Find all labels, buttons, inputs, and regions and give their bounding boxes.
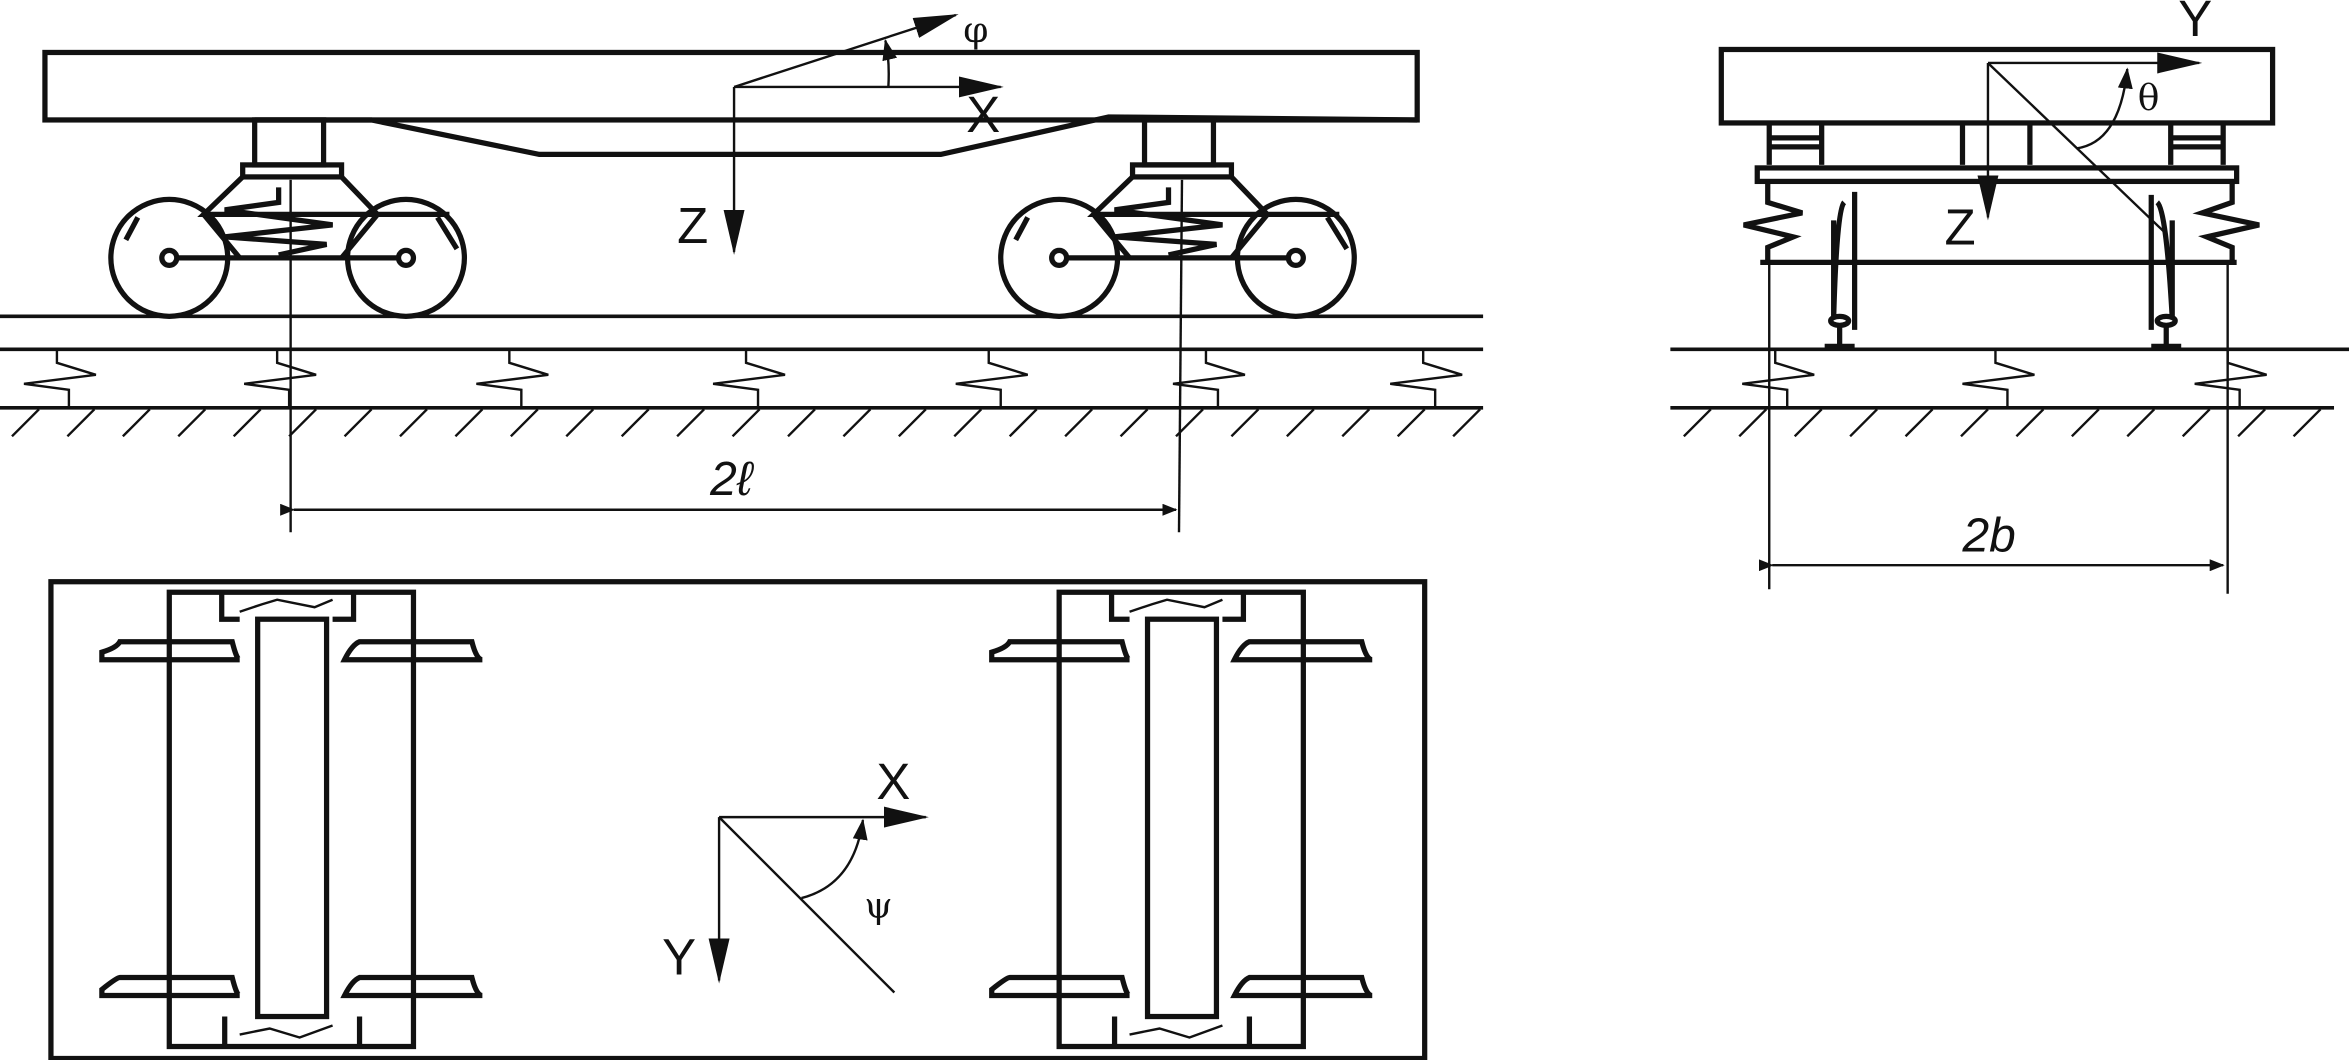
z-axis-label: Z [677, 197, 708, 254]
hatch-mark [288, 408, 317, 438]
hatch-mark [2015, 408, 2045, 438]
track-springs [23, 350, 1463, 408]
end-view: 2b Y Z θ [1670, 0, 2349, 594]
y-axis-label: Y [2178, 0, 2212, 47]
psi-rotated-axis [718, 816, 896, 994]
hatch-mark [565, 408, 595, 438]
hatch-mark [731, 408, 761, 438]
hatch-mark [676, 408, 705, 438]
hatch-mark [232, 408, 262, 438]
hatch-mark [1008, 408, 1038, 438]
hatch-mark [1396, 408, 1426, 438]
hatch-mark [11, 408, 40, 438]
hatch-mark [1904, 408, 1934, 438]
hatch-mark [898, 408, 927, 438]
hatch-mark [1452, 408, 1481, 438]
hatch-mark [1960, 408, 1989, 438]
track-spring [476, 350, 549, 408]
hatch-mark [953, 408, 983, 438]
track-spring [1962, 350, 2035, 408]
hatch-mark [2181, 408, 2211, 438]
theta-angle-arc [2076, 67, 2133, 150]
side-view: 2ℓ X Z φ [0, 10, 1484, 533]
hatch-mark [1683, 408, 1712, 438]
car-body-end [1718, 46, 2276, 126]
phi-rotated-axis [733, 13, 959, 89]
track-spring [1390, 350, 1463, 408]
hatch-mark [2071, 408, 2100, 438]
hatch-mark [1738, 408, 1768, 438]
wheel-right [2148, 194, 2175, 330]
rear-bogie-plan [992, 592, 1373, 1046]
side-bearing-left [1766, 122, 1825, 165]
hatch-mark [787, 408, 816, 438]
track-spring [23, 350, 97, 408]
psi-angle-arc [801, 818, 868, 900]
psi-label: ψ [864, 886, 892, 927]
dimension-extension-line [1177, 179, 1184, 533]
hatch-mark [2126, 408, 2156, 438]
track-springs-end [1742, 350, 2267, 408]
hatch-mark [2292, 408, 2322, 438]
hatch-mark [1064, 408, 1093, 438]
hatch-mark [1341, 408, 1371, 438]
hatch-mark [1119, 408, 1149, 438]
hatch-mark [1230, 408, 1260, 438]
hatch-mark [1849, 408, 1878, 438]
suspension-spring-right [2192, 181, 2260, 263]
x-axis-label: X [966, 86, 1000, 143]
wheel-left [1831, 191, 1858, 330]
ground-hatching [11, 408, 1481, 438]
hatch-mark [343, 408, 373, 438]
hatch-mark [2237, 408, 2266, 438]
front-bogie-plan [102, 592, 483, 1046]
x-axis-label-plan: X [876, 753, 910, 810]
track-spring [1742, 350, 1815, 408]
rear-bogie [1001, 120, 1355, 316]
ground-hatching-end [1683, 408, 2322, 438]
track-spring [244, 350, 317, 408]
hatch-mark [620, 408, 650, 438]
hatch-mark [66, 408, 96, 438]
side-bearing-right [2168, 122, 2226, 165]
z-axis-label-end: Z [1945, 198, 1976, 255]
car-outline-plan [48, 579, 1428, 1060]
hatch-mark [1286, 408, 1315, 438]
phi-label: φ [963, 10, 988, 51]
hatch-mark [842, 408, 872, 438]
center-plate [1959, 122, 2033, 165]
hatch-mark [1793, 408, 1823, 438]
bolster [1754, 165, 2240, 185]
rail-head-left [1828, 313, 1852, 328]
phi-angle-arc [882, 39, 898, 88]
hatch-mark [121, 408, 151, 438]
car-body [42, 49, 1420, 123]
hatch-mark [454, 408, 484, 438]
front-bogie [111, 120, 465, 316]
rails [1824, 325, 2182, 349]
hatch-mark [510, 408, 539, 438]
hatch-mark [399, 408, 428, 438]
track-spring [1172, 350, 1246, 408]
y-axis-label-plan: Y [662, 929, 696, 986]
hatch-mark [177, 408, 207, 438]
rail-head-right [2154, 313, 2178, 328]
theta-label: θ [2138, 77, 2160, 118]
track-spring [712, 350, 786, 408]
suspension-spring-left [1743, 181, 1803, 263]
plan-view: X Y ψ [48, 579, 1428, 1060]
dimension-2l-label: 2ℓ [709, 453, 755, 506]
track-spring [955, 350, 1029, 408]
dimension-2b-label: 2b [1961, 510, 2015, 563]
track-spring [2194, 350, 2267, 408]
